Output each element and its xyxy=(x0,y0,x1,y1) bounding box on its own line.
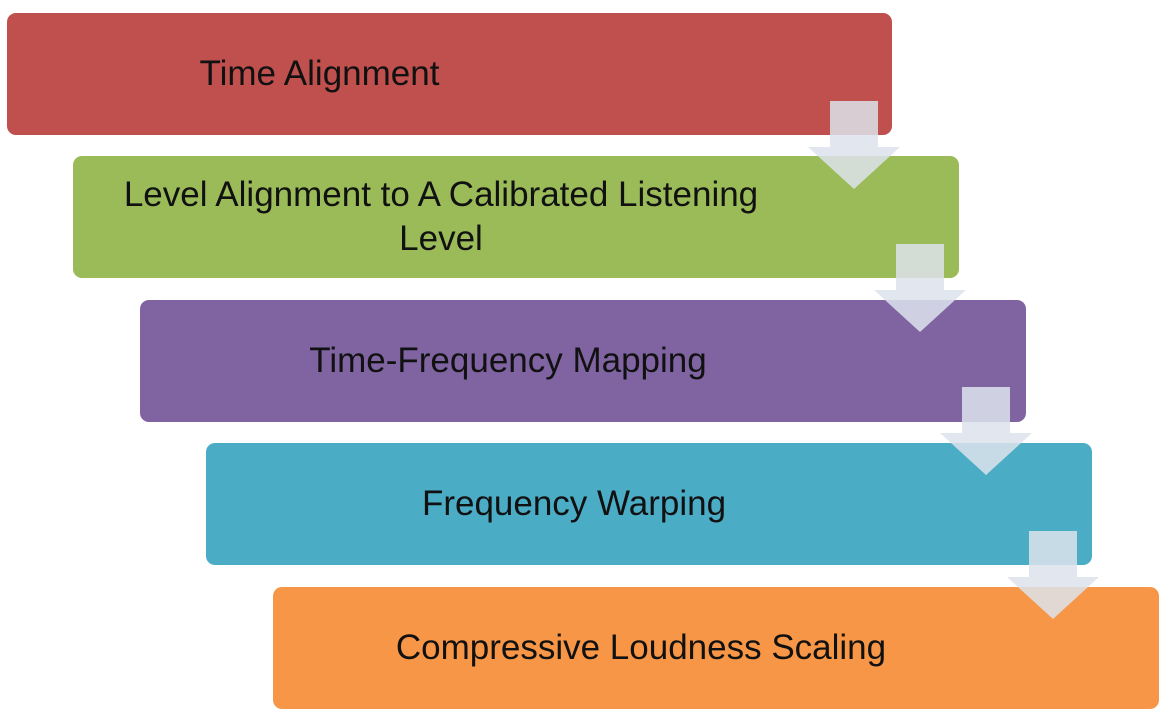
step-label: Frequency Warping xyxy=(421,484,727,523)
down-arrow-icon xyxy=(874,244,966,332)
step-compressive-loudness-scaling: Compressive Loudness Scaling xyxy=(273,587,1159,709)
down-arrow-icon xyxy=(1007,531,1099,619)
down-arrow-icon xyxy=(940,387,1032,475)
down-arrow-icon xyxy=(808,101,900,189)
step-label: Time Alignment xyxy=(199,54,440,93)
step-label: Time-Frequency Mapping xyxy=(309,341,707,380)
step-time-frequency-mapping: Time-Frequency Mapping xyxy=(140,300,1026,422)
step-label: Level Alignment to A Calibrated Listenin… xyxy=(123,175,759,258)
step-frequency-warping: Frequency Warping xyxy=(206,443,1092,565)
step-label: Compressive Loudness Scaling xyxy=(395,628,887,667)
step-level-alignment: Level Alignment to A Calibrated Listenin… xyxy=(73,156,959,278)
step-time-alignment: Time Alignment xyxy=(7,13,892,135)
